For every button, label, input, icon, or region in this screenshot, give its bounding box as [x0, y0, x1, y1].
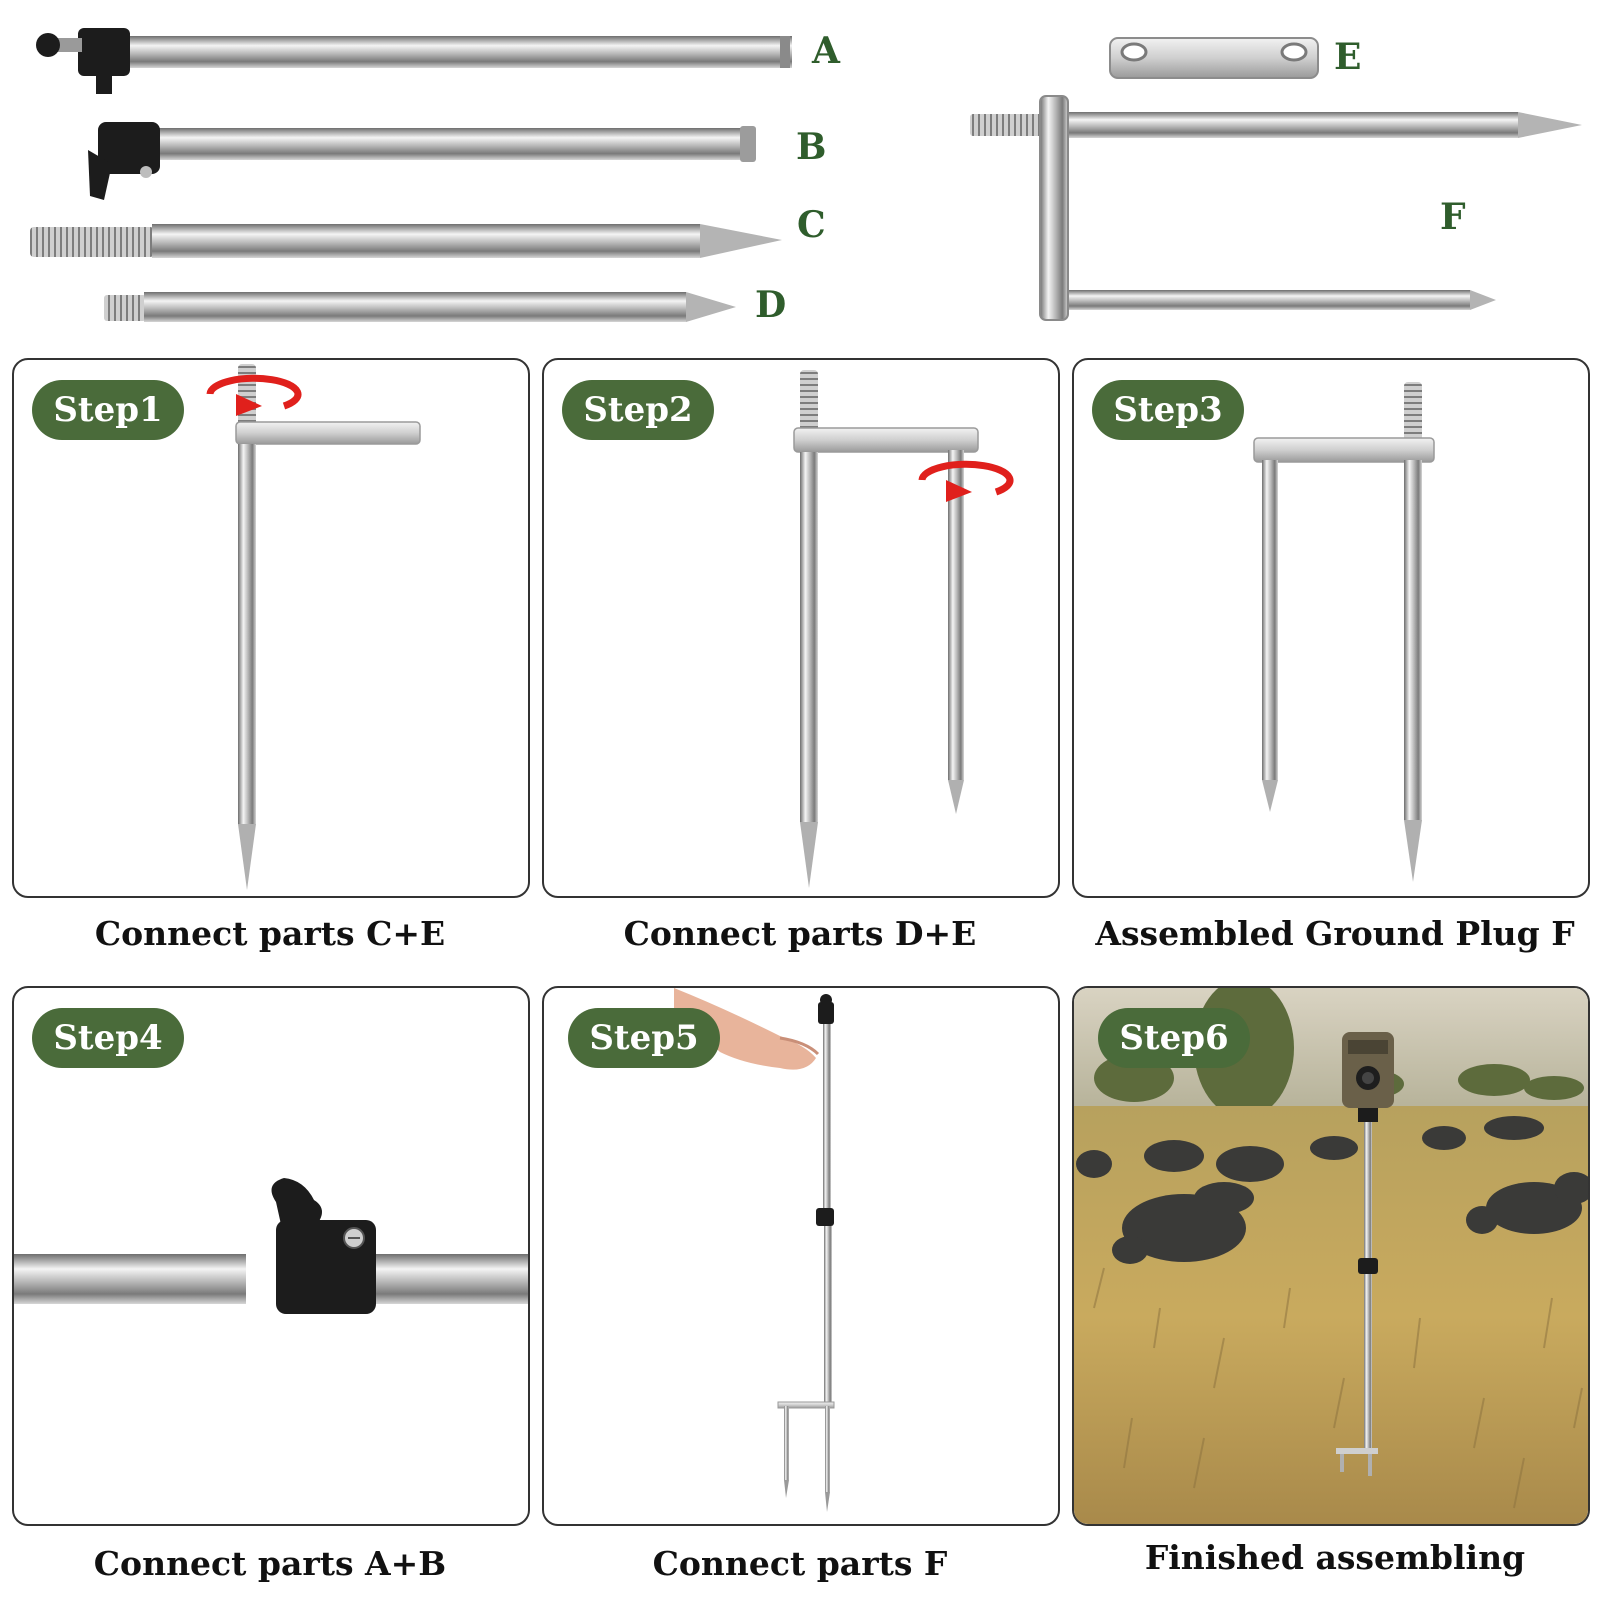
step2-panel: Step2	[542, 358, 1060, 898]
step3-caption: Assembled Ground Plug F	[1095, 914, 1575, 953]
step4-panel: Step4	[12, 986, 530, 1526]
step3-panel: Step3	[1072, 358, 1590, 898]
step5-badge: Step5	[568, 1008, 720, 1068]
part-f-ground-plug	[970, 95, 1582, 321]
rotate-arrow-icon	[206, 374, 302, 416]
rotate-arrow-icon	[918, 460, 1014, 502]
part-c-rod	[30, 224, 782, 258]
step2-illustration	[793, 370, 1014, 888]
step5-panel: Step5	[542, 986, 1060, 1526]
step1-panel: Step1	[12, 358, 530, 898]
step6-panel: Step6	[1072, 986, 1590, 1526]
step3-illustration	[1253, 382, 1435, 882]
part-b-rod	[88, 122, 756, 200]
step4-caption: Connect parts A+B	[93, 1544, 447, 1583]
part-a-rod	[36, 28, 792, 94]
wildebeest-herd	[1076, 1116, 1588, 1264]
part-label-c: C	[797, 204, 826, 246]
part-e-plate	[1109, 37, 1319, 79]
step6-badge: Step6	[1098, 1008, 1250, 1068]
part-label-f: F	[1440, 196, 1466, 238]
step4-badge: Step4	[32, 1008, 184, 1068]
step3-badge: Step3	[1092, 380, 1244, 440]
trail-camera-stand	[1336, 1032, 1394, 1476]
part-label-b: B	[796, 126, 827, 168]
parts-illustration	[30, 28, 1582, 322]
step1-illustration	[206, 364, 421, 890]
part-label-d: D	[755, 284, 787, 326]
step2-badge: Step2	[562, 380, 714, 440]
part-label-e: E	[1334, 36, 1362, 78]
step5-illustration	[674, 988, 835, 1512]
savanna-photo	[1074, 988, 1588, 1524]
hand-illustration	[674, 988, 820, 1070]
step5-caption: Connect parts F	[652, 1544, 948, 1583]
step2-caption: Connect parts D+E	[623, 914, 977, 953]
step1-caption: Connect parts C+E	[94, 914, 446, 953]
part-label-a: A	[812, 30, 840, 72]
step4-illustration	[14, 1178, 528, 1314]
step6-caption: Finished assembling	[1144, 1538, 1526, 1577]
part-d-rod	[104, 292, 736, 322]
step1-badge: Step1	[32, 380, 184, 440]
